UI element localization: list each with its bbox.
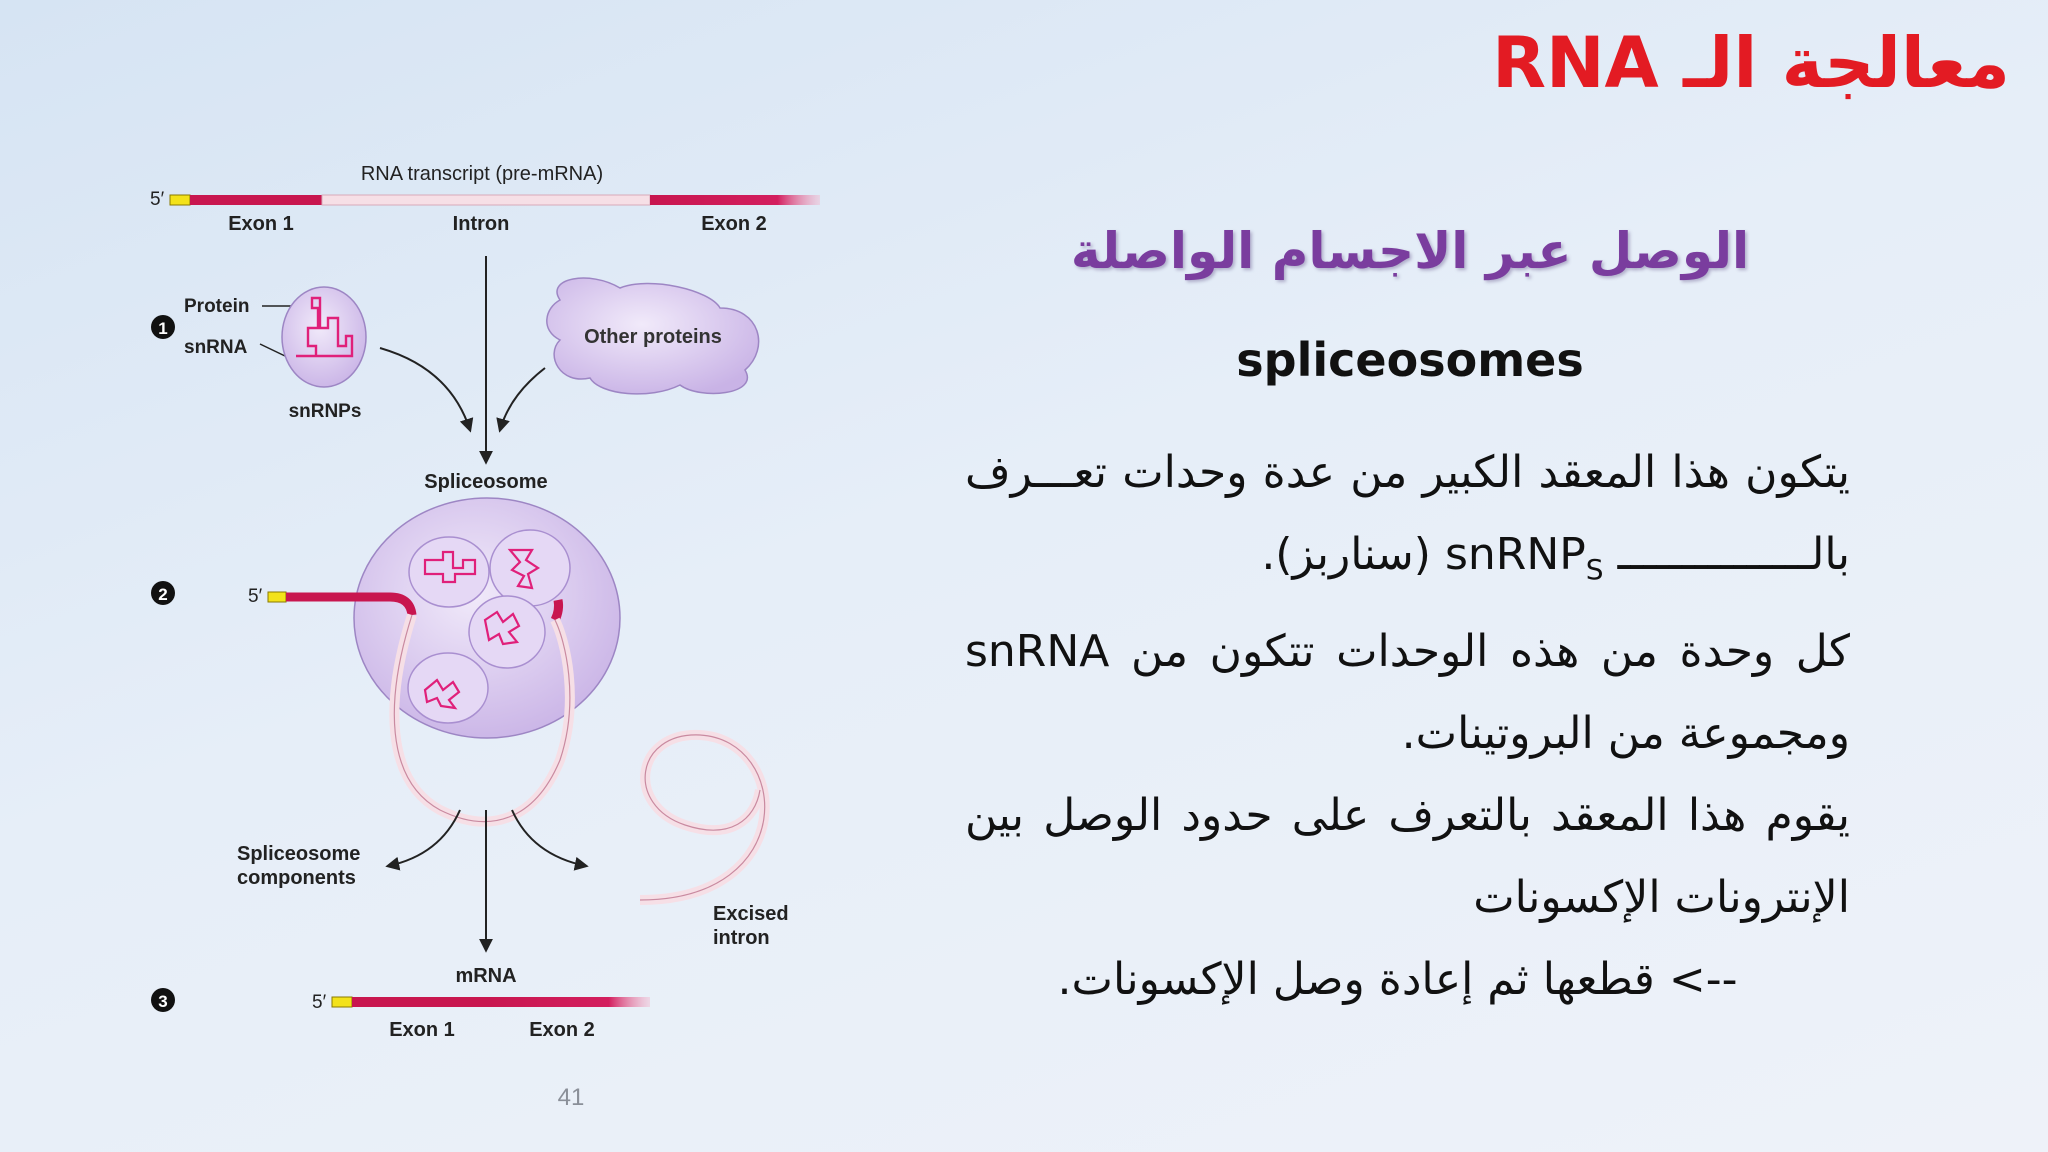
arrow-snrnp-to-spliceosome xyxy=(379,347,474,433)
slide-title: معالجة الـ RNA xyxy=(1492,22,2010,104)
paragraph-3: يقوم هذا المعقد بالتعرف على حدود الوصل ب… xyxy=(965,789,1850,923)
label-other-proteins: Other proteins xyxy=(584,326,722,348)
step2-cap xyxy=(267,591,287,603)
transcript-exon2 xyxy=(650,195,820,205)
paragraph-2: كل وحدة من هذه الوحدات تتكون من snRNA وم… xyxy=(965,611,1850,775)
step-1-badge xyxy=(151,315,175,339)
label-exon2: Exon 2 xyxy=(701,213,767,235)
subtitle-arabic: الوصل عبر الاجسام الواصلة xyxy=(1070,222,1750,280)
step-2-badge xyxy=(151,581,175,605)
label-components-line1: Spliceosome xyxy=(237,843,360,865)
transcript-five-prime: 5′ xyxy=(150,189,165,210)
paragraph-1-text-a: يتكون هذا المعقد الكبير من عدة وحدات تعـ… xyxy=(965,447,1850,580)
paragraph-2-text-a: كل وحدة من هذه الوحدات تتكون من xyxy=(1131,625,1850,677)
label-snrna: snRNA xyxy=(184,337,248,358)
step-3-badge xyxy=(151,988,175,1012)
step2-exon1 xyxy=(286,592,417,616)
label-excised-line2: intron xyxy=(713,927,770,949)
spliceosome-subunit-3 xyxy=(468,595,546,669)
snrnps-term-sub: S xyxy=(1585,552,1604,586)
label-spliceosome: Spliceosome xyxy=(424,471,547,493)
step-1-label: 1 xyxy=(158,319,167,338)
arrow-proteins-to-spliceosome xyxy=(496,367,546,433)
label-exon1: Exon 1 xyxy=(228,213,294,235)
step2-intron-loop-outline xyxy=(393,614,571,823)
mrna-exon1 xyxy=(352,997,485,1007)
mrna-five-prime: 5′ xyxy=(312,992,327,1013)
paragraph-1: يتكون هذا المعقد الكبير من عدة وحدات تعـ… xyxy=(965,432,1850,611)
mrna-label-exon1: Exon 1 xyxy=(389,1019,455,1041)
snrnps-term-base: snRNP xyxy=(1444,529,1586,580)
label-snrnps: snRNPs xyxy=(289,401,362,422)
subunit-1-rna xyxy=(423,550,477,584)
body-text: يتكون هذا المعقد الكبير من عدة وحدات تعـ… xyxy=(965,432,1850,1021)
snrnp-particle xyxy=(281,286,367,388)
label-intron: Intron xyxy=(453,213,510,235)
step-2-label: 2 xyxy=(158,585,167,604)
spliceosome-subunit-1 xyxy=(408,536,490,608)
subtitle-english: spliceosomes xyxy=(1236,333,1584,387)
mrna-exon2 xyxy=(485,997,650,1007)
paragraph-2-text-b: ومجموعة من البروتينات. xyxy=(1401,707,1850,759)
splicing-diagram: RNA transcript (pre-mRNA) 5′ Exon 1 Intr… xyxy=(150,163,820,1041)
subunit-3-rna xyxy=(483,610,521,646)
transcript-cap xyxy=(169,194,191,206)
spliceosome-subunit-2 xyxy=(489,529,571,607)
snrnp-rna-squiggle xyxy=(296,296,354,358)
other-proteins-blob xyxy=(546,277,760,395)
transcript-title: RNA transcript (pre-mRNA) xyxy=(361,163,603,185)
snrna-pointer xyxy=(259,343,286,357)
mrna-label-exon2: Exon 2 xyxy=(529,1019,595,1041)
step-3-label: 3 xyxy=(158,992,167,1011)
label-components-line2: components xyxy=(237,867,356,889)
arrow-to-excised-intron xyxy=(511,809,589,871)
spliceosome-subunit-4 xyxy=(407,652,489,724)
mrna-cap xyxy=(331,996,353,1008)
snrnps-term: snRNPS xyxy=(1444,529,1604,586)
paragraph-1-text-b: (سناربز). xyxy=(1261,529,1431,580)
paragraph-4: --> قطعها ثم إعادة وصل الإكسونات. xyxy=(1057,953,1738,1005)
step2-five-prime: 5′ xyxy=(248,586,263,607)
transcript-intron xyxy=(321,194,651,206)
arrow-to-components xyxy=(385,809,461,871)
label-excised-line1: Excised xyxy=(713,903,789,925)
step2-exon2-bend xyxy=(550,599,564,623)
page-number: 41 xyxy=(557,1084,585,1111)
label-protein: Protein xyxy=(184,296,249,317)
subunit-4-rna xyxy=(423,678,461,710)
label-mrna: mRNA xyxy=(455,965,516,987)
transcript-exon1 xyxy=(190,195,322,205)
excised-intron-lariat-outline xyxy=(639,734,766,901)
subunit-2-rna xyxy=(507,548,541,590)
snrna-term: snRNA xyxy=(965,625,1110,677)
